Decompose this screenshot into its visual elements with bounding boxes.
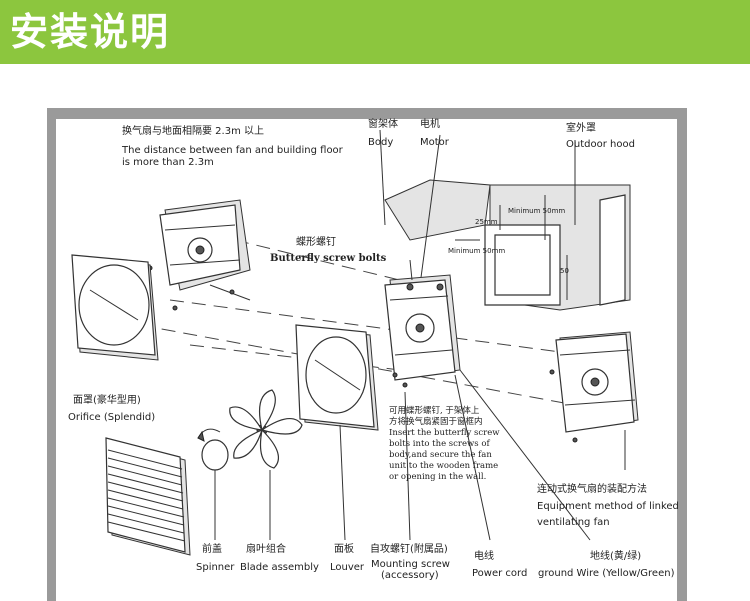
blade-assembly: [229, 389, 303, 469]
butterfly-note-5: body,and secure the fan: [389, 450, 492, 460]
louver-label-cn: 面板: [334, 544, 354, 555]
leader-lines: [214, 259, 591, 541]
header-banner: 安装说明: [0, 0, 750, 64]
butterfly-note-6: unit to the wooden frame: [389, 461, 499, 471]
distance-label-en-1: The distance between fan and building fl…: [122, 145, 343, 156]
orifice-label-en: Orifice (Splendid): [68, 412, 156, 423]
butterfly-label-cn: 蝶形螺钉: [296, 237, 336, 248]
spinner-label-en: Spinner: [196, 562, 235, 573]
orifice-splendid: [71, 254, 159, 361]
distance-label-en-2: is more than 2.3m: [122, 157, 214, 168]
fan-body-rear: [147, 199, 251, 311]
ground-label-cn: 地线(黄/绿): [590, 551, 642, 562]
power-label-cn: 电线: [474, 551, 494, 562]
linked-label-cn: 连动式换气扇的装配方法: [537, 484, 647, 495]
motor-label-en: Motor: [420, 137, 449, 148]
hood-label-en: Outdoor hood: [566, 139, 635, 150]
mounting-label-cn: 自攻螺钉(附属品): [370, 544, 448, 555]
motor-label-cn: 电机: [420, 119, 440, 130]
dim-min-50mm-b: Minimum 50mm: [448, 247, 506, 255]
front-grille: [105, 437, 191, 556]
spinner-label-cn: 前盖: [202, 544, 222, 555]
distance-label-cn: 换气扇与地面相隔要 2.3m 以上: [122, 126, 265, 137]
body-label-en: Body: [368, 137, 394, 148]
linked-label-en-1: Equipment method of linked: [537, 501, 679, 512]
blade-label-cn: 扇叶组合: [246, 544, 286, 555]
louver: [295, 324, 379, 431]
louver-label-en: Louver: [330, 562, 365, 573]
linked-label-en-2: ventilating fan: [537, 517, 610, 528]
butterfly-note-2: 方将换气扇紧固于窗框内: [389, 417, 483, 427]
body-label-cn: 窗架体: [368, 119, 398, 130]
hood-label-cn: 室外罩: [566, 123, 596, 134]
mounting-label-en-2: (accessory): [381, 570, 439, 581]
mounting-label-en-1: Mounting screw: [371, 559, 450, 570]
page-title: 安装说明: [10, 10, 171, 54]
butterfly-label-en: Butterfly screw bolts: [270, 253, 387, 264]
fan-body-main: [384, 274, 461, 388]
blade-label-en: Blade assembly: [240, 562, 319, 573]
outdoor-hood-diagram: [379, 129, 631, 311]
butterfly-note-1: 可用蝶形螺钉, 于架体上: [389, 406, 480, 416]
butterfly-note-7: or opening in the wall.: [389, 472, 487, 482]
orifice-label-cn: 面罩(豪华型用): [73, 395, 141, 406]
power-label-en: Power cord: [472, 568, 528, 579]
butterfly-note-4: bolts into the screws of: [389, 439, 490, 449]
dim-25mm: 25mm: [475, 218, 498, 226]
butterfly-note-3: Insert the butterfly screw: [389, 428, 500, 438]
spinner: [197, 428, 229, 471]
dim-50: 50: [560, 267, 569, 275]
linked-fan-unit: [549, 331, 639, 470]
ground-label-en: ground Wire (Yellow/Green): [538, 568, 675, 579]
dim-min-50mm: Minimum 50mm: [508, 207, 566, 215]
